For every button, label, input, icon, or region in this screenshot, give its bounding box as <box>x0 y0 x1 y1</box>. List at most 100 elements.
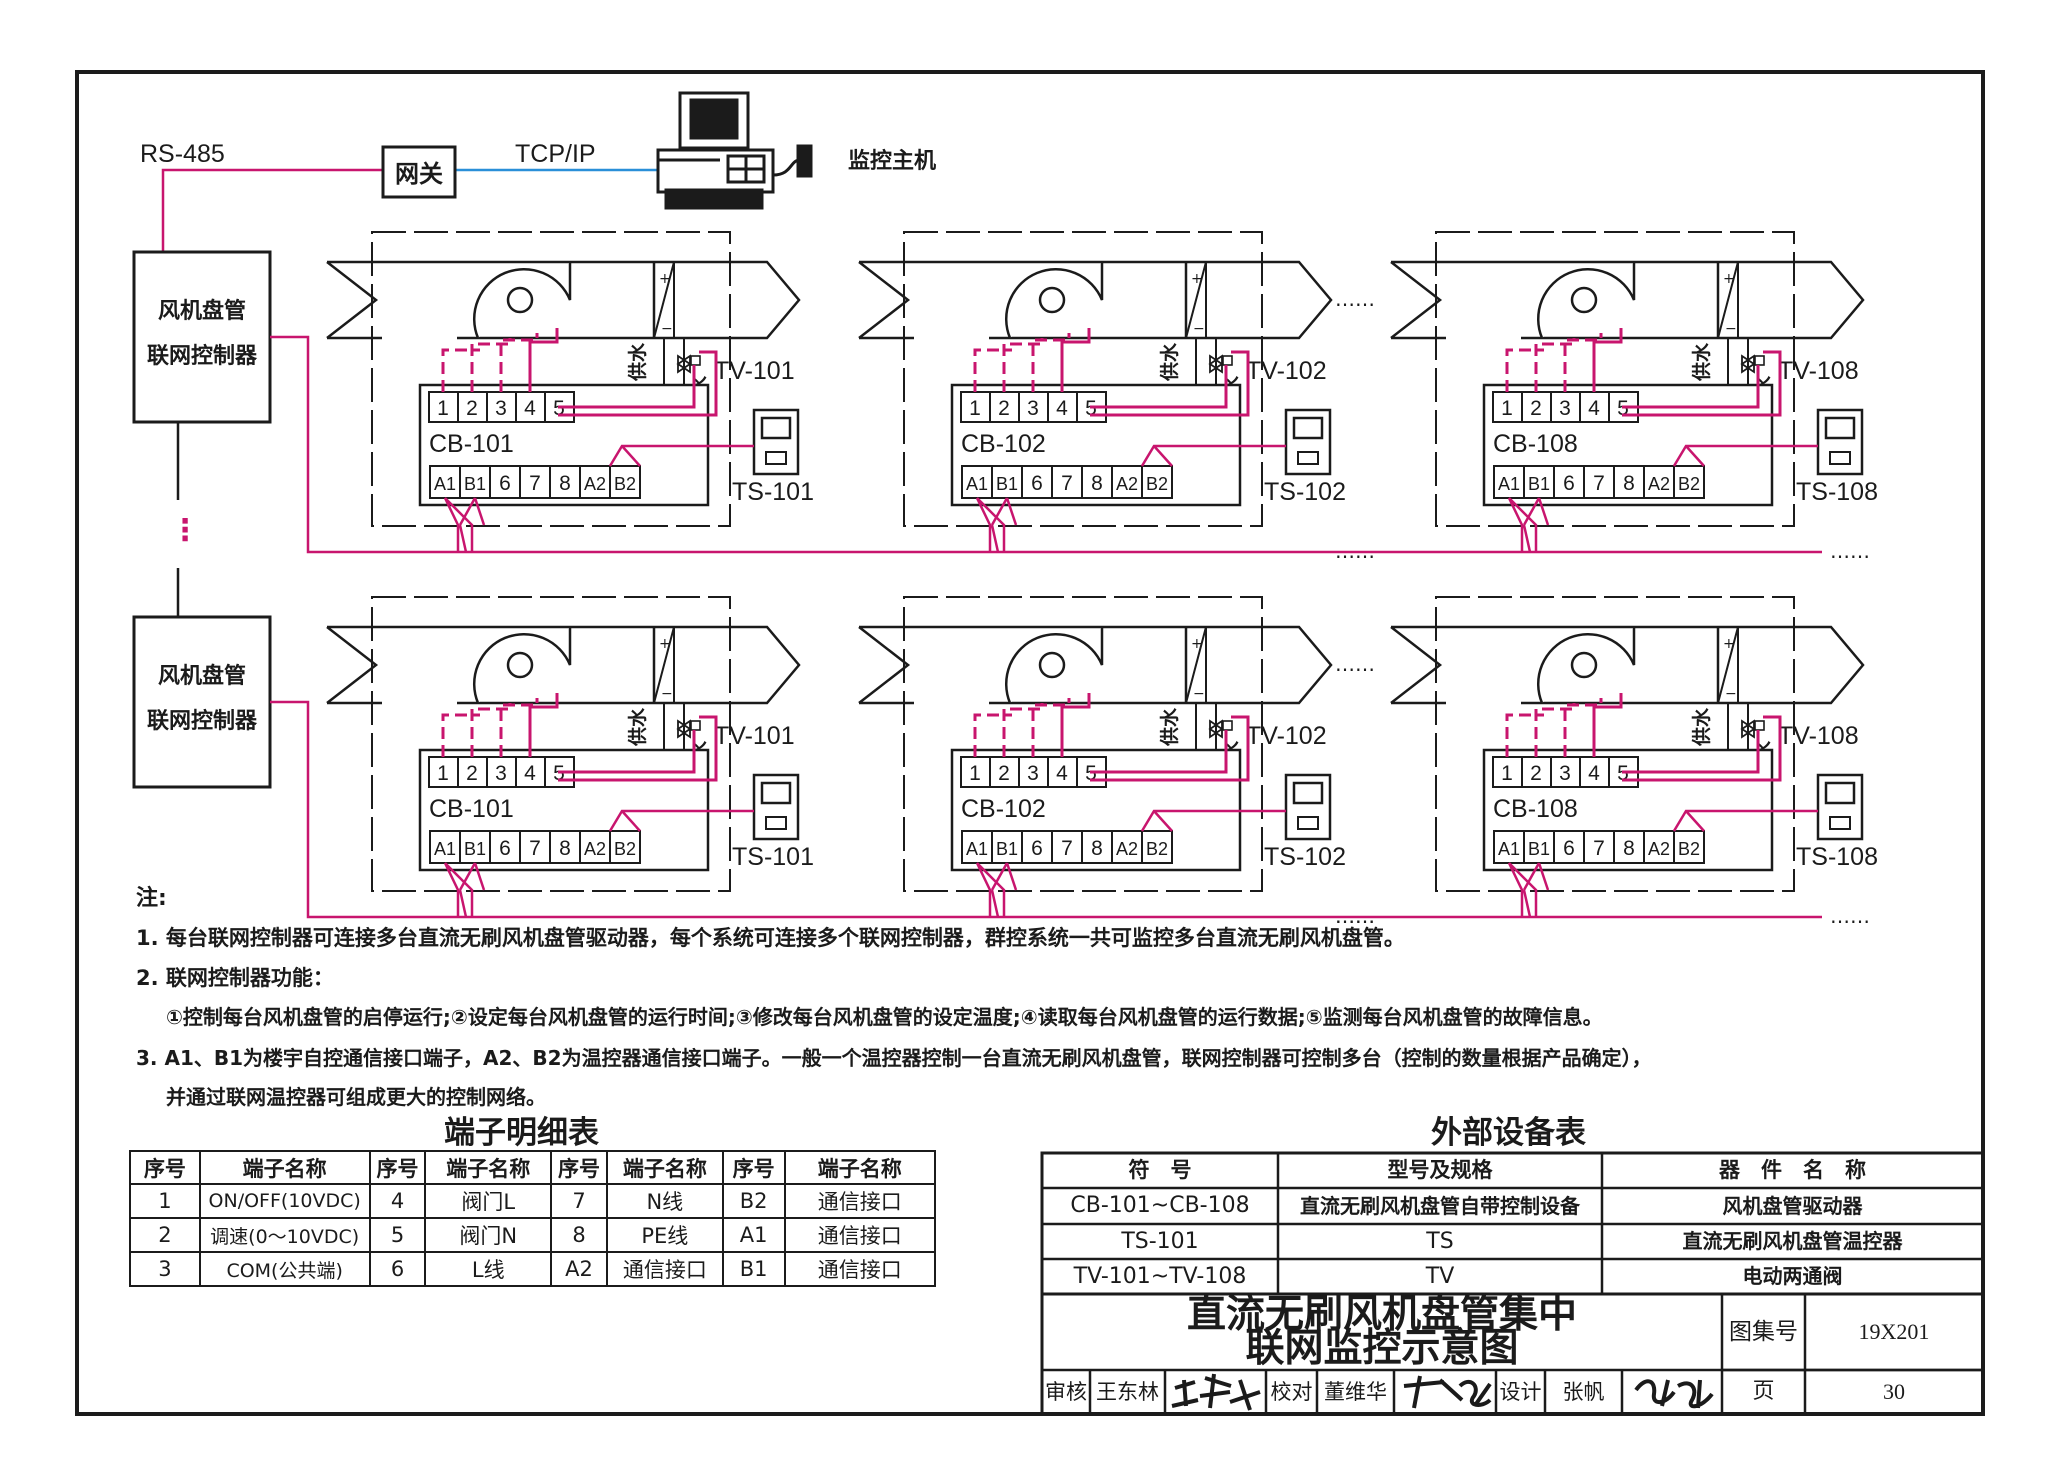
table-cell: 2 <box>129 1217 201 1253</box>
terminal-label: 7 <box>1593 837 1605 860</box>
tv-label: TV-102 <box>1246 357 1327 385</box>
cb-label: CB-102 <box>961 795 1046 823</box>
terminal-label: A2 <box>1648 839 1670 859</box>
bus-row-1-dots: …… <box>1830 539 1870 563</box>
table-cell: PE线 <box>605 1217 724 1253</box>
svg-text:−: − <box>1725 321 1737 337</box>
table-cell: 阀门L <box>424 1183 553 1219</box>
terminal-header-cell: 端子名称 <box>605 1150 724 1185</box>
terminal-table-header: 序号 端子名称 序号 端子名称 序号 端子名称 序号 端子名称 <box>129 1150 937 1185</box>
terminal-label: A2 <box>1648 474 1670 494</box>
terminal-label: A1 <box>966 474 988 494</box>
cb-label: CB-101 <box>429 795 514 823</box>
terminal-header-cell: 端子名称 <box>783 1150 937 1185</box>
device-cell: 直流无刷风机盘管自带控制设备 <box>1300 1194 1580 1218</box>
check-name: 董维华 <box>1324 1380 1387 1404</box>
table-cell: 通信接口 <box>605 1251 724 1287</box>
rs485-label: RS-485 <box>140 140 225 168</box>
device-table-title: 外部设备表 <box>1431 1115 1586 1151</box>
svg-text:+: + <box>1723 636 1735 652</box>
device-cell: TV-101~TV-108 <box>1073 1264 1247 1289</box>
terminal-label: A1 <box>1498 839 1520 859</box>
terminal-label: 6 <box>1563 472 1575 495</box>
terminal-label: B2 <box>1146 474 1168 494</box>
terminal-label: 4 <box>1588 762 1600 785</box>
terminal-label: A1 <box>1498 474 1520 494</box>
svg-text:+: + <box>659 636 671 652</box>
bus-row-2 <box>270 700 1822 919</box>
host-label: 监控主机 <box>848 148 936 174</box>
ts-label: TS-101 <box>732 478 814 506</box>
table-cell: 调速(0～10VDC) <box>198 1217 371 1253</box>
terminal-label: 3 <box>495 397 507 420</box>
terminal-label: 6 <box>499 472 511 495</box>
note-3: 3. A1、B1为楼宇自控通信接口端子，A2、B2为温控器通信接口端子。一般一个… <box>136 1046 1652 1070</box>
device-cell: 风机盘管驱动器 <box>1722 1194 1863 1218</box>
controller-2-label-2: 联网控制器 <box>147 708 258 734</box>
terminal-label: 4 <box>524 397 536 420</box>
bus-row-2-dots-mid-2: …… <box>1335 904 1375 928</box>
design-name: 张帆 <box>1562 1380 1605 1404</box>
terminal-header-cell: 序号 <box>721 1150 786 1185</box>
page-number: 30 <box>1883 1379 1905 1404</box>
terminal-label: 7 <box>1061 472 1073 495</box>
table-cell: 7 <box>550 1183 608 1219</box>
terminal-label: B1 <box>464 839 486 859</box>
terminal-label: 3 <box>495 762 507 785</box>
svg-text:+: + <box>1723 271 1735 287</box>
fan-coil-units: +−供水回水12345A1B1678A2B2CB-101TV-101TS-101… <box>326 231 1878 918</box>
terminal-label: A1 <box>434 474 456 494</box>
cb-label: CB-101 <box>429 430 514 458</box>
terminal-label: 2 <box>998 397 1010 420</box>
terminal-header-cell: 序号 <box>368 1150 427 1185</box>
network-controller-2: 风机盘管 联网控制器 <box>132 615 272 789</box>
ts-label: TS-101 <box>732 843 814 871</box>
gateway-label: 网关 <box>395 160 443 188</box>
atlas-number-label: 图集号 <box>1729 1319 1798 1345</box>
svg-text:+: + <box>659 271 671 287</box>
terminal-label: 1 <box>1501 762 1513 785</box>
device-cell: CB-101~CB-108 <box>1070 1193 1250 1218</box>
terminal-label: 8 <box>1091 472 1103 495</box>
drawing-title-line-1: 直流无刷风机盘管集中 <box>1186 1292 1577 1337</box>
drawing-frame <box>75 70 1985 1416</box>
table-cell: L线 <box>424 1251 553 1287</box>
terminal-label: B1 <box>464 474 486 494</box>
controller-1-label-1: 风机盘管 <box>158 298 246 324</box>
table-cell: B2 <box>721 1183 786 1219</box>
table-cell: 3 <box>129 1251 201 1287</box>
note-3-cont: 并通过联网温控器可组成更大的控制网络。 <box>166 1085 546 1109</box>
terminal-label: A2 <box>584 474 606 494</box>
controller-vertical-dots: ⋮ <box>170 513 200 548</box>
terminal-label: 8 <box>559 837 571 860</box>
note-2-detail: ①控制每台风机盘管的启停运行;②设定每台风机盘管的运行时间;③修改每台风机盘管的… <box>166 1005 1603 1029</box>
notes-heading: 注: <box>136 886 167 911</box>
svg-text:−: − <box>1193 321 1205 337</box>
cb-label: CB-108 <box>1493 430 1578 458</box>
device-cell: TS-101 <box>1121 1229 1199 1254</box>
terminal-label: B2 <box>1678 839 1700 859</box>
cb-label: CB-102 <box>961 430 1046 458</box>
supply-water-label: 供水 <box>1690 342 1713 382</box>
ts-label: TS-108 <box>1796 843 1878 871</box>
bus-row-2-dots: …… <box>1830 904 1870 928</box>
table-cell: 阀门N <box>424 1217 553 1253</box>
terminal-label: 1 <box>437 762 449 785</box>
tcpip-label: TCP/IP <box>515 140 596 168</box>
terminal-label: 1 <box>1501 397 1513 420</box>
row-1-dots-a: …… <box>1335 287 1375 311</box>
terminal-label: 4 <box>1056 397 1068 420</box>
terminal-header-cell: 序号 <box>129 1150 201 1185</box>
terminal-label: A2 <box>1116 839 1138 859</box>
terminal-label: 2 <box>466 397 478 420</box>
table-cell: B1 <box>721 1251 786 1287</box>
device-header-model: 型号及规格 <box>1387 1158 1493 1182</box>
terminal-header-cell: 序号 <box>550 1150 608 1185</box>
bus-row-2-dots-mid-1: …… <box>1335 904 1375 928</box>
terminal-label: 6 <box>1031 837 1043 860</box>
terminal-label: B2 <box>614 839 636 859</box>
tv-label: TV-101 <box>714 357 795 385</box>
